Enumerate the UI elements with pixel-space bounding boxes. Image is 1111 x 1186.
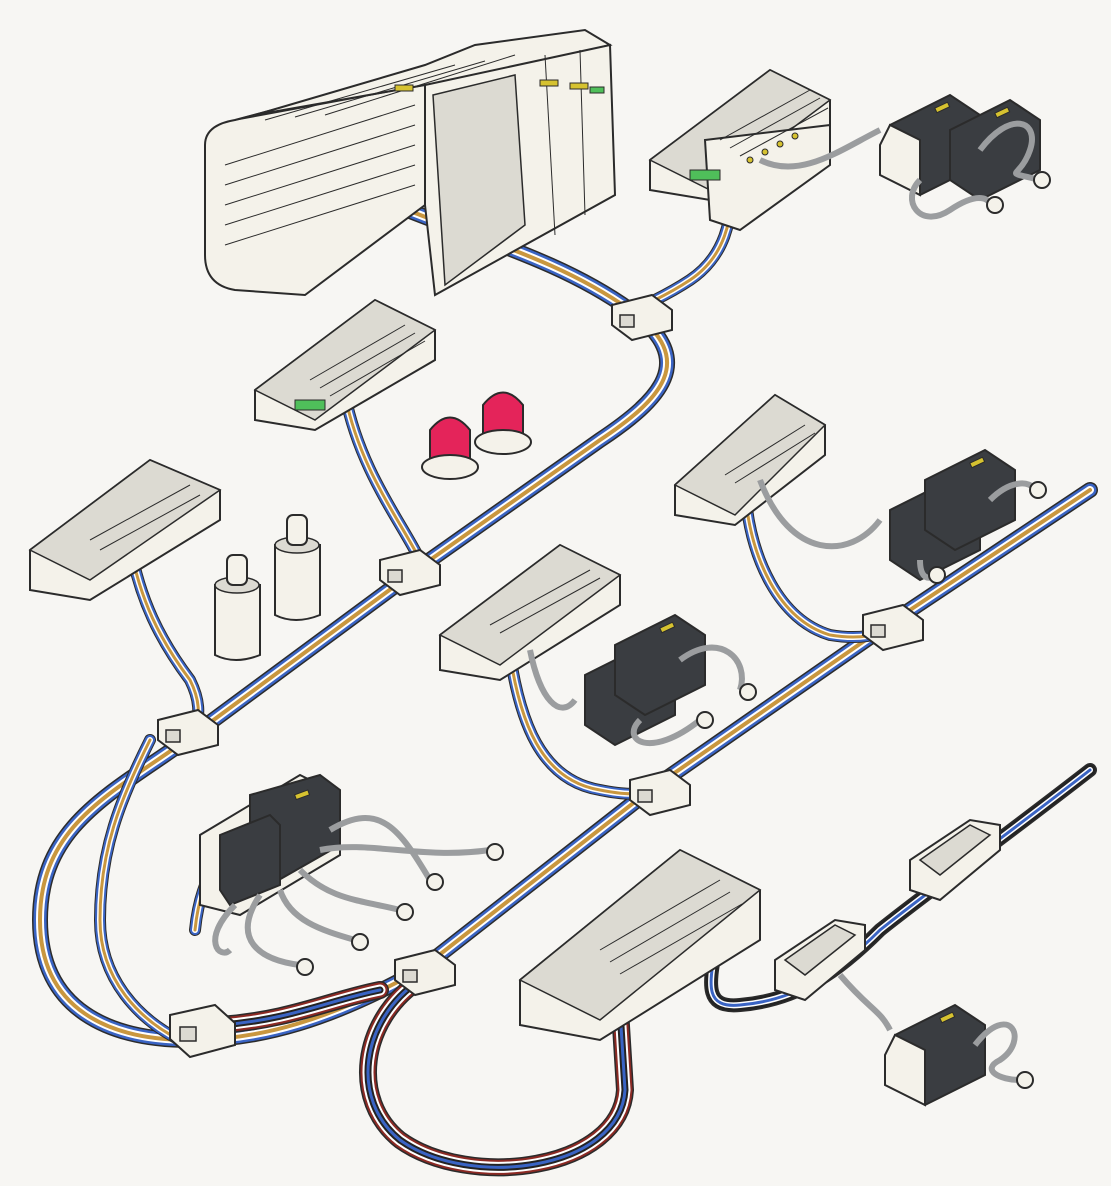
sensor-cord-bottom-right <box>837 973 1021 1083</box>
tee-connector-icon <box>169 1003 236 1059</box>
tee-connector-icon <box>611 293 673 342</box>
tee-connector-icon <box>157 708 219 757</box>
plug-icon <box>1029 481 1047 499</box>
io-terminal-center <box>438 543 622 682</box>
indicator-lamp-icon <box>421 416 479 480</box>
io-terminal-screws <box>746 132 799 164</box>
io-terminal-bottom <box>518 848 762 1042</box>
plug-icon <box>486 843 504 861</box>
plug-icon <box>351 933 369 951</box>
plc-controller-icon <box>204 28 617 297</box>
plug-icon <box>296 958 314 976</box>
cable-strand <box>343 393 422 562</box>
plug-icon <box>1033 171 1051 189</box>
solenoid-valve-icon <box>214 554 261 661</box>
tee-connector-icon <box>394 948 456 997</box>
cable-strand <box>218 978 627 1169</box>
io-terminal-right-middle <box>673 393 827 527</box>
cable-strand <box>38 203 669 1042</box>
red-loop-cable <box>211 971 634 1177</box>
plug-icon <box>928 566 946 584</box>
sensor-cluster-lower-left <box>199 773 341 917</box>
tee-connector-icon <box>862 603 924 652</box>
sensor-amplifier-icon <box>924 448 1016 552</box>
io-terminal-lamps <box>253 298 437 432</box>
plug-icon <box>426 873 444 891</box>
io-terminal-top-right <box>648 68 832 232</box>
black-branch-cable <box>704 763 1097 1013</box>
cable-strand <box>704 763 1097 1013</box>
indicator-lamp-icon <box>474 391 532 455</box>
inline-connector <box>909 818 1001 902</box>
inline-connector <box>774 918 866 1002</box>
tee-connector-icon <box>629 768 691 817</box>
sensor-cords-top-right <box>758 120 1041 220</box>
sensor-amplifier-icon <box>614 613 706 717</box>
plug-icon <box>1016 1071 1034 1089</box>
tee-connector-icon <box>379 548 441 597</box>
plug-icon <box>739 683 757 701</box>
cable-strand <box>98 738 182 1042</box>
io-terminal-left <box>28 458 222 602</box>
main-trunk-cable <box>32 197 675 1048</box>
sensor-amplifier-icon <box>884 1003 986 1107</box>
sensor-cords-lower-left <box>212 815 491 968</box>
plug-icon <box>396 903 414 921</box>
sensor-cords-center <box>527 644 745 747</box>
plug-icon <box>696 711 714 729</box>
plug-icon <box>986 196 1004 214</box>
solenoid-valve-icon <box>274 514 321 621</box>
